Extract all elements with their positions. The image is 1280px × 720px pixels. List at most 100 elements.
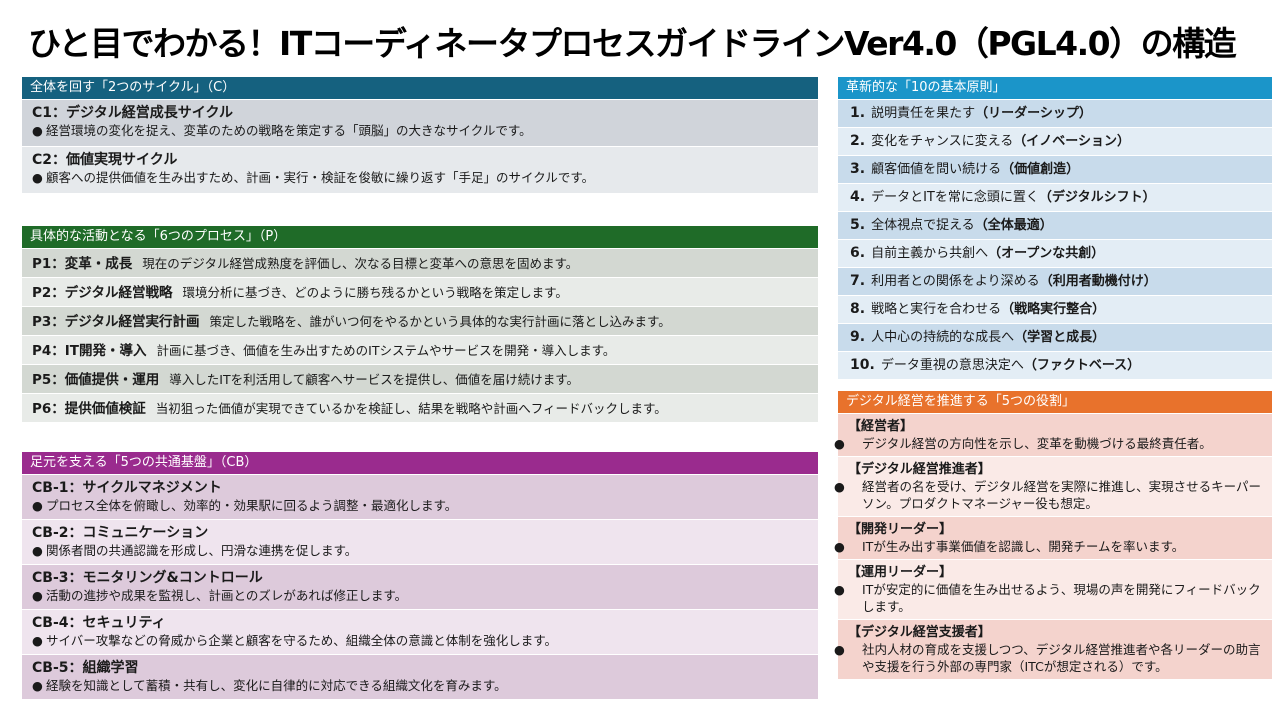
role-title: 【開発リーダー】 (848, 522, 953, 537)
role-title: 【運用リーダー】 (848, 565, 953, 580)
cycle-desc: ●経営環境の変化を捉え、変革のための戦略を策定する「頭脳」の大きなサイクルです。 (32, 123, 532, 138)
process-desc: 計画に基づき、価値を生み出すためのITシステムやサービスを開発・導入します。 (156, 343, 616, 358)
principle-text: 利用者との関係をより深める (871, 274, 1040, 289)
foundations-header: 足元を支える「5つの共通基盤」（CB） (22, 452, 818, 474)
principle-tag: （利用者動機付け） (1039, 274, 1157, 289)
role-desc: ●ITが生み出す事業価値を認識し、開発チームを率います。 (834, 539, 1185, 554)
cycle-item: C1：デジタル経営成長サイクル ●経営環境の変化を捉え、変革のための戦略を策定す… (22, 100, 818, 146)
principle-tag: （戦略実行整合） (1001, 302, 1106, 317)
role-title: 【経営者】 (848, 419, 914, 434)
process-item: P2：デジタル経営戦略環境分析に基づき、どのように勝ち残るかという戦略を策定しま… (22, 278, 818, 306)
cycle-title: C2：価値実現サイクル (32, 152, 178, 168)
roles-section: デジタル経営を推進する「5つの役割」 【経営者】 ●デジタル経営の方向性を示し、… (834, 391, 1272, 679)
principle-text: 人中心の持続的な成長へ (871, 330, 1015, 345)
process-title: P6：提供価値検証 (32, 401, 146, 417)
process-desc: 環境分析に基づき、どのように勝ち残るかという戦略を策定します。 (182, 285, 568, 300)
principle-tag: （リーダーシップ） (975, 106, 1092, 121)
cycles-header: 全体を回す「2つのサイクル」（C） (22, 77, 818, 99)
principle-item: 2. 変化をチャンスに変える（イノベーション） (838, 128, 1272, 155)
principle-number: 6. (850, 245, 866, 261)
processes-header: 具体的な活動となる「6つのプロセス」（P） (22, 226, 818, 248)
process-item: P6：提供価値検証当初狙った価値が実現できているかを検証し、結果を戦略や計画へフ… (22, 394, 818, 422)
process-item: P3：デジタル経営実行計画策定した戦略を、誰がいつ何をやるかという具体的な実行計… (22, 307, 818, 335)
principle-item: 8. 戦略と実行を合わせる（戦略実行整合） (838, 296, 1272, 323)
principle-text: 顧客価値を問い続ける (871, 162, 1002, 177)
principle-text: 変化をチャンスに変える (871, 134, 1014, 149)
process-desc: 現在のデジタル経営成熟度を評価し、次なる目標と変革への意思を固めます。 (142, 256, 579, 271)
principle-item: 5. 全体視点で捉える（全体最適） (838, 212, 1272, 239)
principle-number: 8. (850, 301, 866, 317)
principle-number: 10. (850, 357, 875, 373)
process-title: P4：IT開発・導入 (32, 343, 147, 359)
principle-item: 10. データ重視の意思決定へ（ファクトベース） (838, 352, 1272, 379)
principle-number: 5. (850, 217, 866, 233)
bullet-icon: ● (32, 498, 43, 513)
principle-text: 戦略と実行を合わせる (871, 302, 1002, 317)
principle-number: 7. (850, 273, 866, 289)
process-item: P1：変革・成長現在のデジタル経営成熟度を評価し、次なる目標と変革への意思を固め… (22, 249, 818, 277)
foundation-desc: ●経験を知識として蓄積・共有し、変化に自律的に対応できる組織文化を育みます。 (32, 678, 507, 693)
bullet-icon: ● (32, 633, 43, 648)
cycle-desc: ●顧客への提供価値を生み出すため、計画・実行・検証を俊敏に繰り返す「手足」のサイ… (32, 170, 595, 185)
bullet-icon: ● (834, 436, 845, 451)
processes-section: 具体的な活動となる「6つのプロセス」（P） P1：変革・成長現在のデジタル経営成… (22, 226, 818, 422)
foundation-item: CB-2：コミュニケーション ●関係者間の共通認識を形成し、円滑な連携を促します… (22, 520, 818, 564)
roles-header: デジタル経営を推進する「5つの役割」 (838, 391, 1272, 413)
foundation-item: CB-3：モニタリング&コントロール ●活動の進捗や成果を監視し、計画とのズレが… (22, 565, 818, 609)
role-item: 【開発リーダー】 ●ITが生み出す事業価値を認識し、開発チームを率います。 (834, 517, 1272, 559)
foundation-desc: ●活動の進捗や成果を監視し、計画とのズレがあれば修正します。 (32, 588, 408, 603)
bullet-icon: ● (32, 123, 43, 138)
bullet-icon: ● (32, 543, 43, 558)
principle-tag: （価値創造） (1001, 162, 1080, 177)
bullet-icon: ● (32, 678, 43, 693)
process-desc: 策定した戦略を、誰がいつ何をやるかという具体的な実行計画に落とし込みます。 (209, 314, 671, 329)
principle-tag: （デジタルシフト） (1038, 190, 1156, 205)
cycle-item: C2：価値実現サイクル ●顧客への提供価値を生み出すため、計画・実行・検証を俊敏… (22, 147, 818, 193)
process-title: P5：価値提供・運用 (32, 372, 160, 388)
principle-text: 自前主義から共創へ (871, 246, 989, 261)
principle-text: データ重視の意思決定へ (880, 358, 1024, 373)
principle-number: 1. (850, 105, 866, 121)
principle-item: 6. 自前主義から共創へ（オープンな共創） (838, 240, 1272, 267)
foundation-title: CB-1：サイクルマネジメント (32, 480, 222, 496)
foundation-item: CB-1：サイクルマネジメント ●プロセス全体を俯瞰し、効率的・効果駅に回るよう… (22, 475, 818, 519)
bullet-icon: ● (834, 642, 845, 657)
principle-number: 3. (850, 161, 866, 177)
bullet-icon: ● (32, 588, 43, 603)
role-item: 【運用リーダー】 ●ITが安定的に価値を生み出せるよう、現場の声を開発にフィード… (834, 560, 1272, 619)
principle-number: 9. (850, 329, 866, 345)
foundation-desc: ●サイバー攻撃などの脅威から企業と顧客を守るため、組織全体の意識と体制を強化しま… (32, 633, 558, 648)
foundation-desc: ●関係者間の共通認識を形成し、円滑な連携を促します。 (32, 543, 358, 558)
process-title: P3：デジタル経営実行計画 (32, 314, 200, 330)
bullet-icon: ● (32, 170, 43, 185)
role-desc: ●経営者の名を受け、デジタル経営を実際に推進し、実現させるキーパーソン。プロダク… (834, 479, 1262, 511)
principle-item: 4.データとITを常に念頭に置く（デジタルシフト） (838, 184, 1272, 211)
foundation-title: CB-2：コミュニケーション (32, 525, 209, 541)
process-desc: 当初狙った価値が実現できているかを検証し、結果を戦略や計画へフィードバックします… (155, 401, 667, 416)
cycles-section: 全体を回す「2つのサイクル」（C） C1：デジタル経営成長サイクル ●経営環境の… (22, 77, 818, 193)
foundation-title: CB-3：モニタリング&コントロール (32, 570, 263, 586)
process-item: P4：IT開発・導入計画に基づき、価値を生み出すためのITシステムやサービスを開… (22, 336, 818, 364)
process-desc: 導入したITを利活用して顧客へサービスを提供し、価値を届け続けます。 (169, 372, 579, 387)
role-title: 【デジタル経営推進者】 (848, 462, 991, 477)
foundation-item: CB-4：セキュリティ ●サイバー攻撃などの脅威から企業と顧客を守るため、組織全… (22, 610, 818, 654)
principles-section: 革新的な「10の基本原則」 1.説明責任を果たす（リーダーシップ） 2.変化をチ… (838, 77, 1272, 379)
page-title: ひと目でわかる！ITコーディネータプロセスガイドラインVer4.0（PGL4.0… (28, 24, 1237, 63)
process-item: P5：価値提供・運用導入したITを利活用して顧客へサービスを提供し、価値を届け続… (22, 365, 818, 393)
role-desc: ●デジタル経営の方向性を示し、変革を動機づける最終責任者。 (834, 436, 1212, 451)
principle-item: 1.説明責任を果たす（リーダーシップ） (838, 100, 1272, 127)
principle-tag: （ファクトベース） (1023, 358, 1141, 373)
foundations-section: 足元を支える「5つの共通基盤」（CB） CB-1：サイクルマネジメント ●プロセ… (22, 452, 818, 699)
role-title: 【デジタル経営支援者】 (848, 625, 991, 640)
principle-tag: （オープンな共創） (988, 246, 1105, 261)
bullet-icon: ● (834, 539, 845, 554)
role-desc: ●社内人材の育成を支援しつつ、デジタル経営推進者や各リーダーの助言や支援を行う外… (834, 642, 1261, 674)
principle-tag: （イノベーション） (1013, 134, 1131, 149)
principle-text: データとITを常に念頭に置く (871, 190, 1039, 205)
principle-number: 2. (850, 133, 866, 149)
role-desc: ●ITが安定的に価値を生み出せるよう、現場の声を開発にフィードバックします。 (834, 582, 1261, 614)
cycle-title: C1：デジタル経営成長サイクル (32, 105, 234, 121)
principle-tag: （全体最適） (974, 218, 1053, 233)
principle-text: 全体視点で捉える (871, 218, 975, 233)
role-item: 【デジタル経営支援者】 ●社内人材の育成を支援しつつ、デジタル経営推進者や各リー… (834, 620, 1272, 679)
